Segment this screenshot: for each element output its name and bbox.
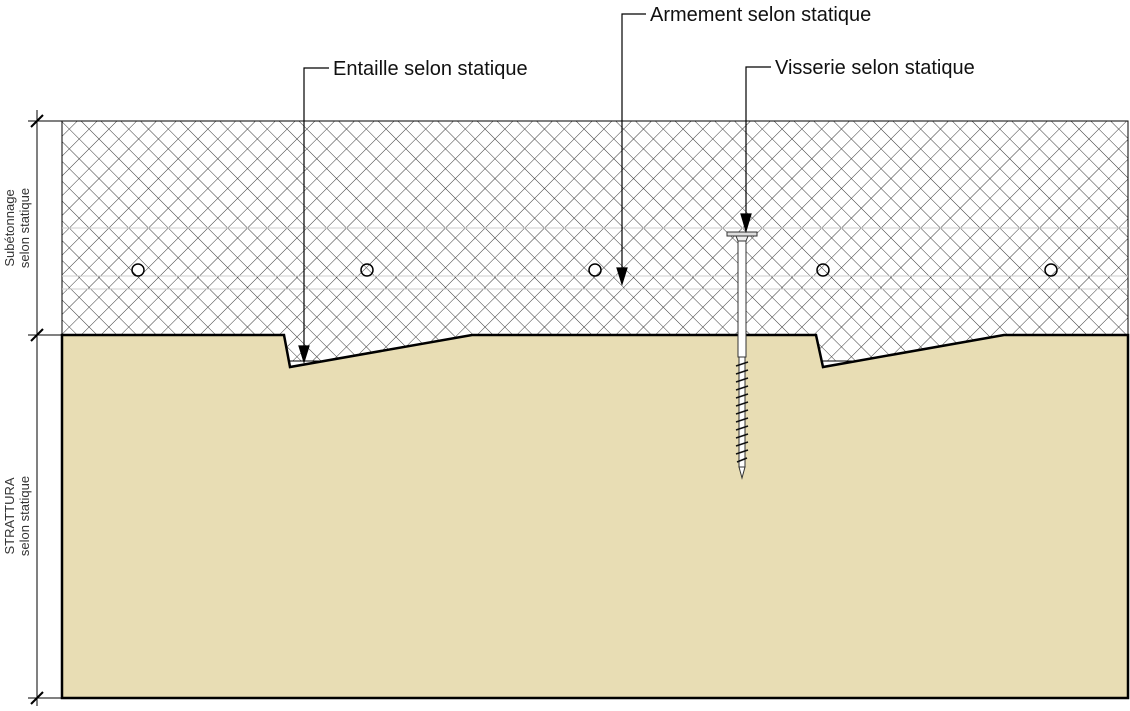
rebar [131,263,145,277]
dim-label-topping-sub: selon statique [17,188,32,268]
rebar [816,263,830,277]
label-screws: Visserie selon statique [775,57,975,79]
rebar [360,263,374,277]
dim-label-slab-sub: selon statique [17,476,32,556]
rebars [131,263,1058,277]
leader-screws [740,66,771,234]
rebar [1044,263,1058,277]
concrete-topping [61,120,1129,362]
strattura-slab [60,333,1130,700]
leader-notch [298,67,329,365]
dim-label-topping: Subétonnage [2,189,17,266]
screw-icon [726,231,758,480]
label-reinforcement: Armement selon statique [650,4,871,26]
dimension-line [28,110,62,706]
dim-label-slab: STRATTURA [2,477,17,554]
rebar [588,263,602,277]
label-notch: Entaille selon statique [333,58,528,80]
leader-reinforcement [616,13,646,287]
